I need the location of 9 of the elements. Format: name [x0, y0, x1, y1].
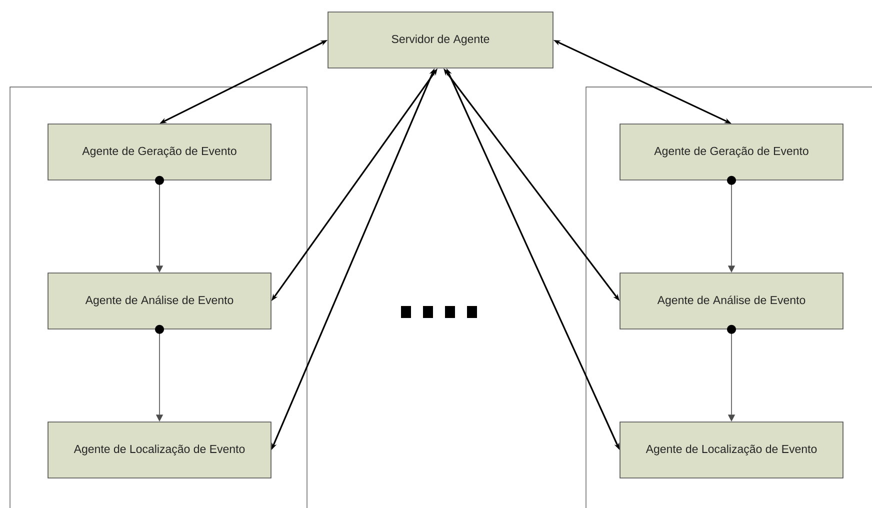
agent-box: Agente de Localização de Evento	[620, 422, 844, 478]
agent-box: Agente de Localização de Evento	[48, 422, 272, 478]
panel-frame	[10, 86, 308, 508]
server-box: Servidor de Agente	[328, 12, 554, 68]
agent-box: Agente de Geração de Evento	[620, 124, 844, 180]
agent-box: Agente de Geração de Evento	[48, 124, 272, 180]
panel-frame	[586, 86, 872, 508]
agent-box: Agente de Análise de Evento	[620, 272, 844, 330]
agent-box: Agente de Análise de Evento	[48, 272, 272, 330]
